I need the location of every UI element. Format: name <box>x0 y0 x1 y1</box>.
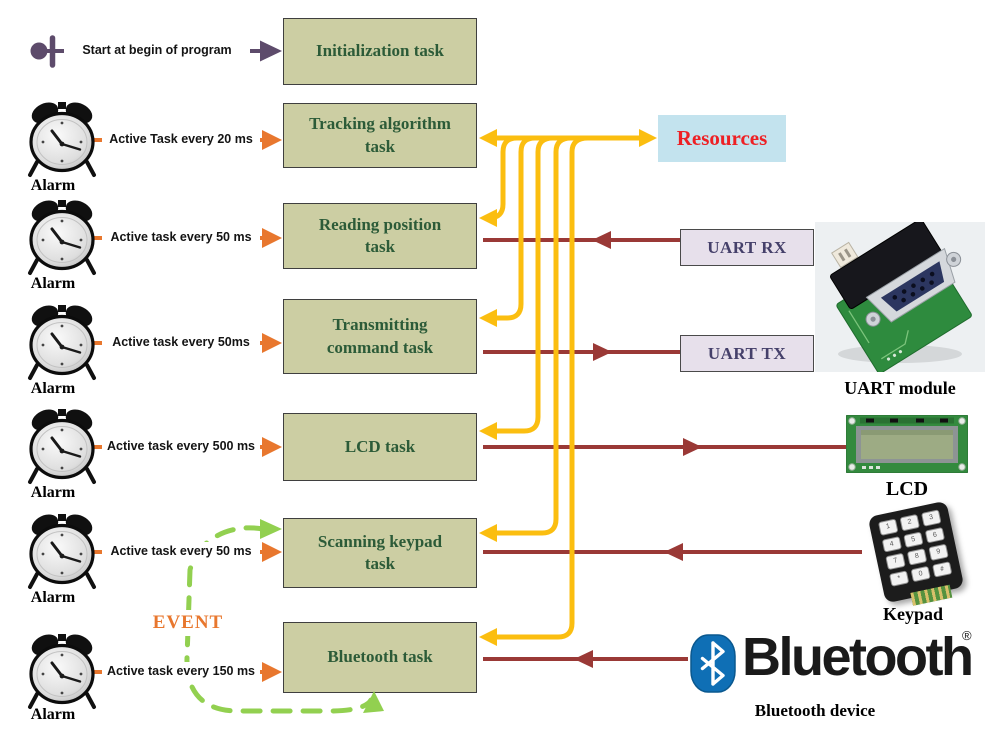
task-box-reading-position: Reading position task <box>283 203 477 269</box>
task-box-initialization: Initialization task <box>283 18 477 85</box>
task-box-scanning-keypad: Scanning keypad task <box>283 518 477 588</box>
arrowhead-right <box>639 129 657 147</box>
keypad-key: 7 <box>885 552 906 570</box>
alarm-trigger-arrows <box>94 130 282 682</box>
uart-module-caption: UART module <box>844 378 956 398</box>
alarm-caption: Alarm <box>30 484 76 501</box>
task-box-bluetooth: Bluetooth task <box>283 622 477 693</box>
alarm-caption: Alarm <box>30 380 76 397</box>
start-label: Start at begin of program <box>64 41 250 60</box>
alarm-clock-icon <box>26 96 98 177</box>
uart-module-illustration <box>815 219 985 374</box>
keypad-key: 8 <box>906 548 928 566</box>
arrowhead-right <box>593 343 612 361</box>
alarm-caption: Alarm <box>30 177 76 194</box>
keypad-key: * <box>888 569 910 587</box>
lcd-illustration <box>845 414 969 474</box>
uart-module-photo <box>815 219 985 374</box>
trigger-label-tracking: Active Task every 20 ms <box>102 130 260 149</box>
bluetooth-rune <box>700 641 725 686</box>
task-box-transmitting-command: Transmitting command task <box>283 299 477 374</box>
event-label: EVENT <box>146 610 230 636</box>
uart-tx-line <box>483 343 680 361</box>
keypad-photo: 1 2 3 4 5 6 7 8 9 * 0 # <box>860 500 968 606</box>
keypad-key: 1 <box>877 518 899 536</box>
keypad-key: 3 <box>921 509 942 527</box>
task-box-tracking-algorithm: Tracking algorithm task <box>283 103 477 168</box>
alarm-caption: Alarm <box>30 706 76 723</box>
keypad-key: 6 <box>924 526 946 544</box>
keypad-key: 5 <box>903 531 924 549</box>
keypad-connector <box>910 584 953 606</box>
keypad-key: # <box>931 560 953 578</box>
alarm-clock-icon <box>26 403 98 484</box>
resource-branch-lcd <box>497 135 554 434</box>
trigger-label-lcd: Active task every 500 ms <box>102 437 260 456</box>
resource-branch-reading-position <box>488 135 518 221</box>
keypad-key: 2 <box>899 513 920 531</box>
uart-rx-line <box>483 231 680 249</box>
task-box-lcd: LCD task <box>283 413 477 481</box>
arrowhead-left <box>592 231 611 249</box>
keypad-key: 0 <box>910 565 931 583</box>
alarm-caption: Alarm <box>30 275 76 292</box>
alarm-caption: Alarm <box>30 589 76 606</box>
resource-bus <box>479 129 657 646</box>
keypad-keys: 1 2 3 4 5 6 7 8 9 * 0 # <box>877 509 953 587</box>
arrowhead-left <box>479 129 497 147</box>
bluetooth-line <box>483 650 688 668</box>
alarm-clock-icon <box>26 508 98 589</box>
resource-branch-transmitting <box>497 135 536 321</box>
resources-box: Resources <box>658 115 786 162</box>
registered-trademark: ® <box>962 628 972 643</box>
trigger-label-scanning: Active task every 50 ms <box>102 542 260 561</box>
alarm-clock-icon <box>26 628 98 709</box>
arrowhead-left <box>574 650 593 668</box>
keypad-key: 9 <box>928 543 949 561</box>
trigger-label-bluetooth: Active task every 150 ms <box>102 662 260 681</box>
arrowhead-left <box>664 543 683 561</box>
bluetooth-caption: Bluetooth device <box>754 701 876 720</box>
bluetooth-wordmark: Bluetooth <box>742 627 974 687</box>
trigger-label-transmitting: Active task every 50ms <box>102 333 260 352</box>
uart-rx-box: UART RX <box>680 229 814 266</box>
lcd-photo <box>845 414 969 474</box>
lcd-line <box>483 438 846 456</box>
arrowhead-right <box>683 438 702 456</box>
alarm-clock-icon <box>26 194 98 275</box>
arrowhead-right <box>260 40 282 62</box>
resource-branch-bluetooth <box>497 135 589 640</box>
uart-tx-box: UART TX <box>680 335 814 372</box>
keypad-key: 4 <box>881 535 903 553</box>
bluetooth-logo-icon <box>690 634 736 693</box>
keypad-line <box>483 543 862 561</box>
arrowhead-right <box>260 519 282 539</box>
resource-branch-scanning-keypad <box>497 135 572 536</box>
keypad-caption: Keypad <box>882 604 943 624</box>
keypad-body: 1 2 3 4 5 6 7 8 9 * 0 # <box>867 500 965 606</box>
arrowhead-up <box>363 691 384 713</box>
lcd-caption: LCD <box>885 478 929 500</box>
trigger-label-reading: Active task every 50 ms <box>102 228 260 247</box>
alarm-clock-icon <box>26 299 98 380</box>
